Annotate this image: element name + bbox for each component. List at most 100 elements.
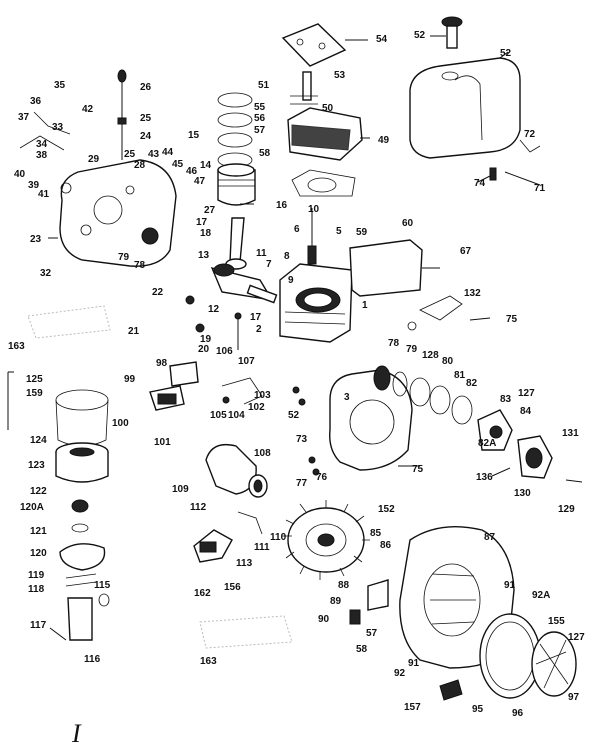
part-label: 33 xyxy=(52,122,64,133)
part-label: 81 xyxy=(454,370,466,381)
part-label: 132 xyxy=(464,288,481,299)
part-label: 8 xyxy=(284,251,290,262)
part-label: 82A xyxy=(478,438,496,449)
part-label: 52 xyxy=(288,410,300,421)
part-label: 95 xyxy=(472,704,484,715)
part-label: 72 xyxy=(524,129,536,140)
part-label: 19 xyxy=(200,334,212,345)
part-label: 124 xyxy=(30,435,47,446)
part-label: 163 xyxy=(8,341,25,352)
part-label: 45 xyxy=(172,159,184,170)
part-label: 32 xyxy=(40,268,52,279)
head-gasket xyxy=(291,169,356,197)
part-label: 85 xyxy=(370,528,382,539)
part-label: 113 xyxy=(236,558,253,569)
part-label: 120A xyxy=(20,502,44,513)
part-label: 75 xyxy=(506,314,518,325)
part-label: 1 xyxy=(362,300,368,311)
part-label: 83 xyxy=(500,394,512,405)
part-label: 52 xyxy=(500,48,512,59)
part-label: 110 xyxy=(270,532,287,543)
part-label: 26 xyxy=(140,82,152,93)
part-label: 46 xyxy=(186,166,198,177)
part-label: 88 xyxy=(338,580,350,591)
part-label: 38 xyxy=(36,150,48,161)
carburetor-assembly xyxy=(373,365,553,479)
part-label: 129 xyxy=(558,504,575,515)
air-cleaner-element xyxy=(55,442,109,483)
part-label: 89 xyxy=(330,596,342,607)
part-label: 39 xyxy=(28,180,40,191)
part-label: 20 xyxy=(198,344,210,355)
part-number-labels: 54 53 52 51 53 55 50 56 57 49 58 26 25 2… xyxy=(8,34,585,719)
part-label: 57 xyxy=(254,125,266,136)
part-label: 105 xyxy=(210,410,227,421)
part-label: 87 xyxy=(484,532,496,543)
part-label: 163 xyxy=(200,656,217,667)
part-label: 121 xyxy=(30,526,47,537)
part-label: 27 xyxy=(204,205,216,216)
part-label: 117 xyxy=(30,620,47,631)
part-label: 59 xyxy=(356,227,368,238)
breather-bracket xyxy=(407,295,463,331)
part-label: 37 xyxy=(18,112,30,123)
page-mark: I xyxy=(71,719,82,748)
part-label: 73 xyxy=(296,434,308,445)
part-label: 53 xyxy=(334,70,346,81)
part-label: 34 xyxy=(36,139,48,150)
part-label: 58 xyxy=(259,148,271,159)
part-label: 15 xyxy=(188,130,200,141)
part-label: 90 xyxy=(318,614,330,625)
hardware-screws xyxy=(185,203,583,483)
part-label: 3 xyxy=(344,392,350,403)
cylinder-block xyxy=(279,263,353,343)
part-label: 79 xyxy=(406,344,418,355)
part-label: 162 xyxy=(194,588,211,599)
part-label: 14 xyxy=(200,160,212,171)
flywheel xyxy=(282,500,370,580)
throttle-linkage xyxy=(221,377,263,405)
starter-cup xyxy=(205,443,268,498)
part-label: 44 xyxy=(162,147,174,158)
part-label: 127 xyxy=(518,388,535,399)
fuel-line-fittings xyxy=(477,139,541,186)
margin-bracket xyxy=(7,371,14,430)
part-label: 92 xyxy=(394,668,406,679)
part-label: 17 xyxy=(250,312,262,323)
part-label: 92A xyxy=(532,590,550,601)
part-label: 21 xyxy=(128,326,140,337)
part-label: 67 xyxy=(460,246,472,257)
part-label: 16 xyxy=(276,200,288,211)
part-label: 24 xyxy=(140,131,152,142)
part-label: 55 xyxy=(254,102,266,113)
part-label: 13 xyxy=(198,250,210,261)
part-label: 25 xyxy=(140,113,152,124)
part-label: 78 xyxy=(134,260,146,271)
starter-ring xyxy=(479,613,541,699)
part-label: 128 xyxy=(422,350,439,361)
part-label: 136 xyxy=(476,472,493,483)
part-label: 119 xyxy=(28,570,45,581)
part-label: 78 xyxy=(388,338,400,349)
part-label: 76 xyxy=(316,472,328,483)
part-label: 157 xyxy=(404,702,421,713)
part-label: 17 xyxy=(196,217,208,228)
part-label: 106 xyxy=(216,346,233,357)
starter-handle-parts xyxy=(349,579,389,625)
part-label: 6 xyxy=(294,224,300,235)
part-label: 36 xyxy=(30,96,42,107)
part-label: 42 xyxy=(82,104,94,115)
part-label: 9 xyxy=(288,275,294,286)
part-label: 10 xyxy=(308,204,320,215)
part-label: 130 xyxy=(514,488,531,499)
part-label: 159 xyxy=(26,388,43,399)
part-label: 57 xyxy=(366,628,378,639)
part-label: 80 xyxy=(442,356,454,367)
part-label: 155 xyxy=(548,616,565,627)
air-cleaner-cover xyxy=(55,389,109,447)
part-label: 104 xyxy=(228,410,245,421)
part-label: 79 xyxy=(118,252,130,263)
reed-plate xyxy=(149,361,199,411)
